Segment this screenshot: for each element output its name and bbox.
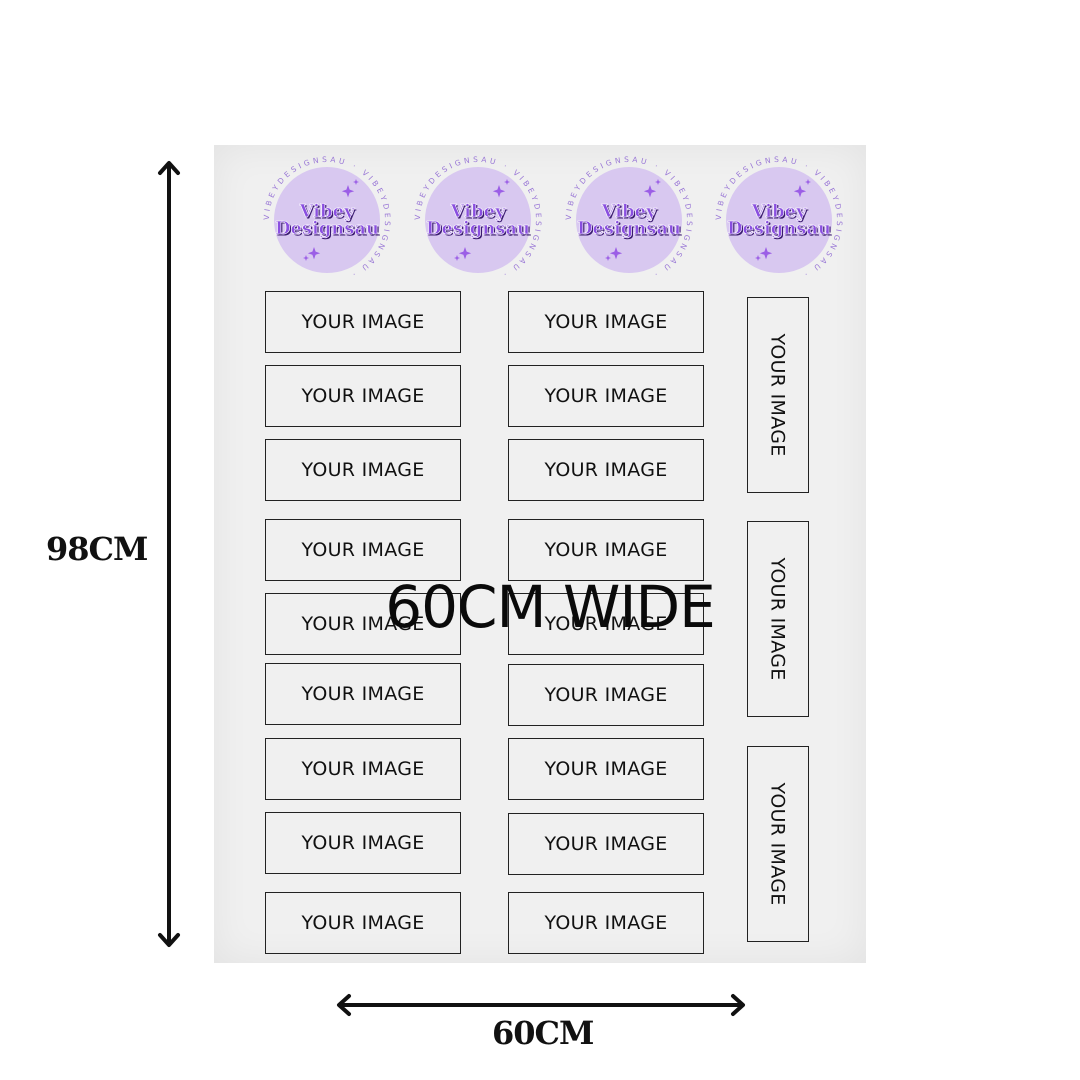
image-placeholder-vertical: YOUR IMAGE — [747, 521, 809, 717]
image-placeholder: YOUR IMAGE — [265, 519, 461, 581]
logo-line1: Vibey — [601, 201, 658, 222]
logo-line2: Designsau — [577, 218, 681, 239]
width-label: 60CM — [492, 1014, 594, 1052]
image-placeholder: YOUR IMAGE — [508, 813, 704, 875]
svg-text:Designsau: Designsau — [277, 220, 381, 241]
brand-logo-4: VIBEYDESIGNSAU · VIBEYDESIGNSAU · Vibey … — [714, 155, 844, 285]
sparkle-icon — [755, 179, 811, 261]
image-placeholder: YOUR IMAGE — [265, 593, 461, 655]
logo-line2: Designsau — [426, 218, 530, 239]
placeholder-label: YOUR IMAGE — [767, 333, 789, 457]
image-placeholder: YOUR IMAGE — [265, 738, 461, 800]
image-placeholder: YOUR IMAGE — [508, 892, 704, 954]
image-placeholder: YOUR IMAGE — [508, 738, 704, 800]
svg-text:Vibey: Vibey — [602, 203, 659, 224]
logo-graphic: VIBEYDESIGNSAU · VIBEYDESIGNSAU · Vibey … — [714, 155, 841, 280]
brand-logo-1: VIBEYDESIGNSAU · VIBEYDESIGNSAU · Vibey … — [262, 155, 392, 285]
width-dimension-arrow — [337, 994, 745, 1016]
logo-circle — [425, 167, 531, 273]
sparkle-icon — [303, 179, 359, 261]
logo-line1: Vibey — [299, 201, 356, 222]
logo-line2: Designsau — [275, 218, 379, 239]
image-placeholder-vertical: YOUR IMAGE — [747, 297, 809, 493]
logo-graphic: VIBEYDESIGNSAU · VIBEYDESIGNSAU · Vibey … — [262, 155, 389, 280]
placeholder-label: YOUR IMAGE — [767, 782, 789, 906]
logo-line1: Vibey — [751, 201, 808, 222]
logo-circle — [576, 167, 682, 273]
sparkle-icon — [605, 179, 661, 261]
svg-text:Vibey: Vibey — [752, 203, 809, 224]
dtf-gang-sheet — [214, 145, 866, 963]
height-dimension-arrow — [158, 161, 180, 947]
svg-text:Designsau: Designsau — [729, 220, 833, 241]
sheet-width-overlay: 60CM WIDE — [385, 573, 716, 641]
image-placeholder: YOUR IMAGE — [508, 365, 704, 427]
logo-line2: Designsau — [727, 218, 831, 239]
image-placeholder: YOUR IMAGE — [508, 439, 704, 501]
image-placeholder: YOUR IMAGE — [265, 892, 461, 954]
svg-text:Designsau: Designsau — [428, 220, 532, 241]
logo-graphic: VIBEYDESIGNSAU · VIBEYDESIGNSAU · Vibey … — [564, 155, 691, 280]
svg-text:Designsau: Designsau — [579, 220, 683, 241]
image-placeholder: YOUR IMAGE — [265, 663, 461, 725]
height-label: 98CM — [46, 530, 148, 568]
image-placeholder: YOUR IMAGE — [508, 593, 704, 655]
image-placeholder: YOUR IMAGE — [265, 812, 461, 874]
image-placeholder: YOUR IMAGE — [508, 664, 704, 726]
image-placeholder: YOUR IMAGE — [265, 439, 461, 501]
image-placeholder: YOUR IMAGE — [265, 291, 461, 353]
image-placeholder-vertical: YOUR IMAGE — [747, 746, 809, 942]
svg-text:Vibey: Vibey — [300, 203, 357, 224]
brand-logo-3: VIBEYDESIGNSAU · VIBEYDESIGNSAU · Vibey … — [564, 155, 694, 285]
brand-logo-2: VIBEYDESIGNSAU · VIBEYDESIGNSAU · Vibey … — [413, 155, 543, 285]
image-placeholder: YOUR IMAGE — [508, 519, 704, 581]
logo-circle — [726, 167, 832, 273]
svg-text:Vibey: Vibey — [451, 203, 508, 224]
logo-graphic: VIBEYDESIGNSAU · VIBEYDESIGNSAU · Vibey … — [413, 155, 540, 280]
image-placeholder: YOUR IMAGE — [265, 365, 461, 427]
image-placeholder: YOUR IMAGE — [508, 291, 704, 353]
placeholder-label: YOUR IMAGE — [767, 557, 789, 681]
logo-line1: Vibey — [450, 201, 507, 222]
sparkle-icon — [454, 179, 510, 261]
logo-circle — [274, 167, 380, 273]
